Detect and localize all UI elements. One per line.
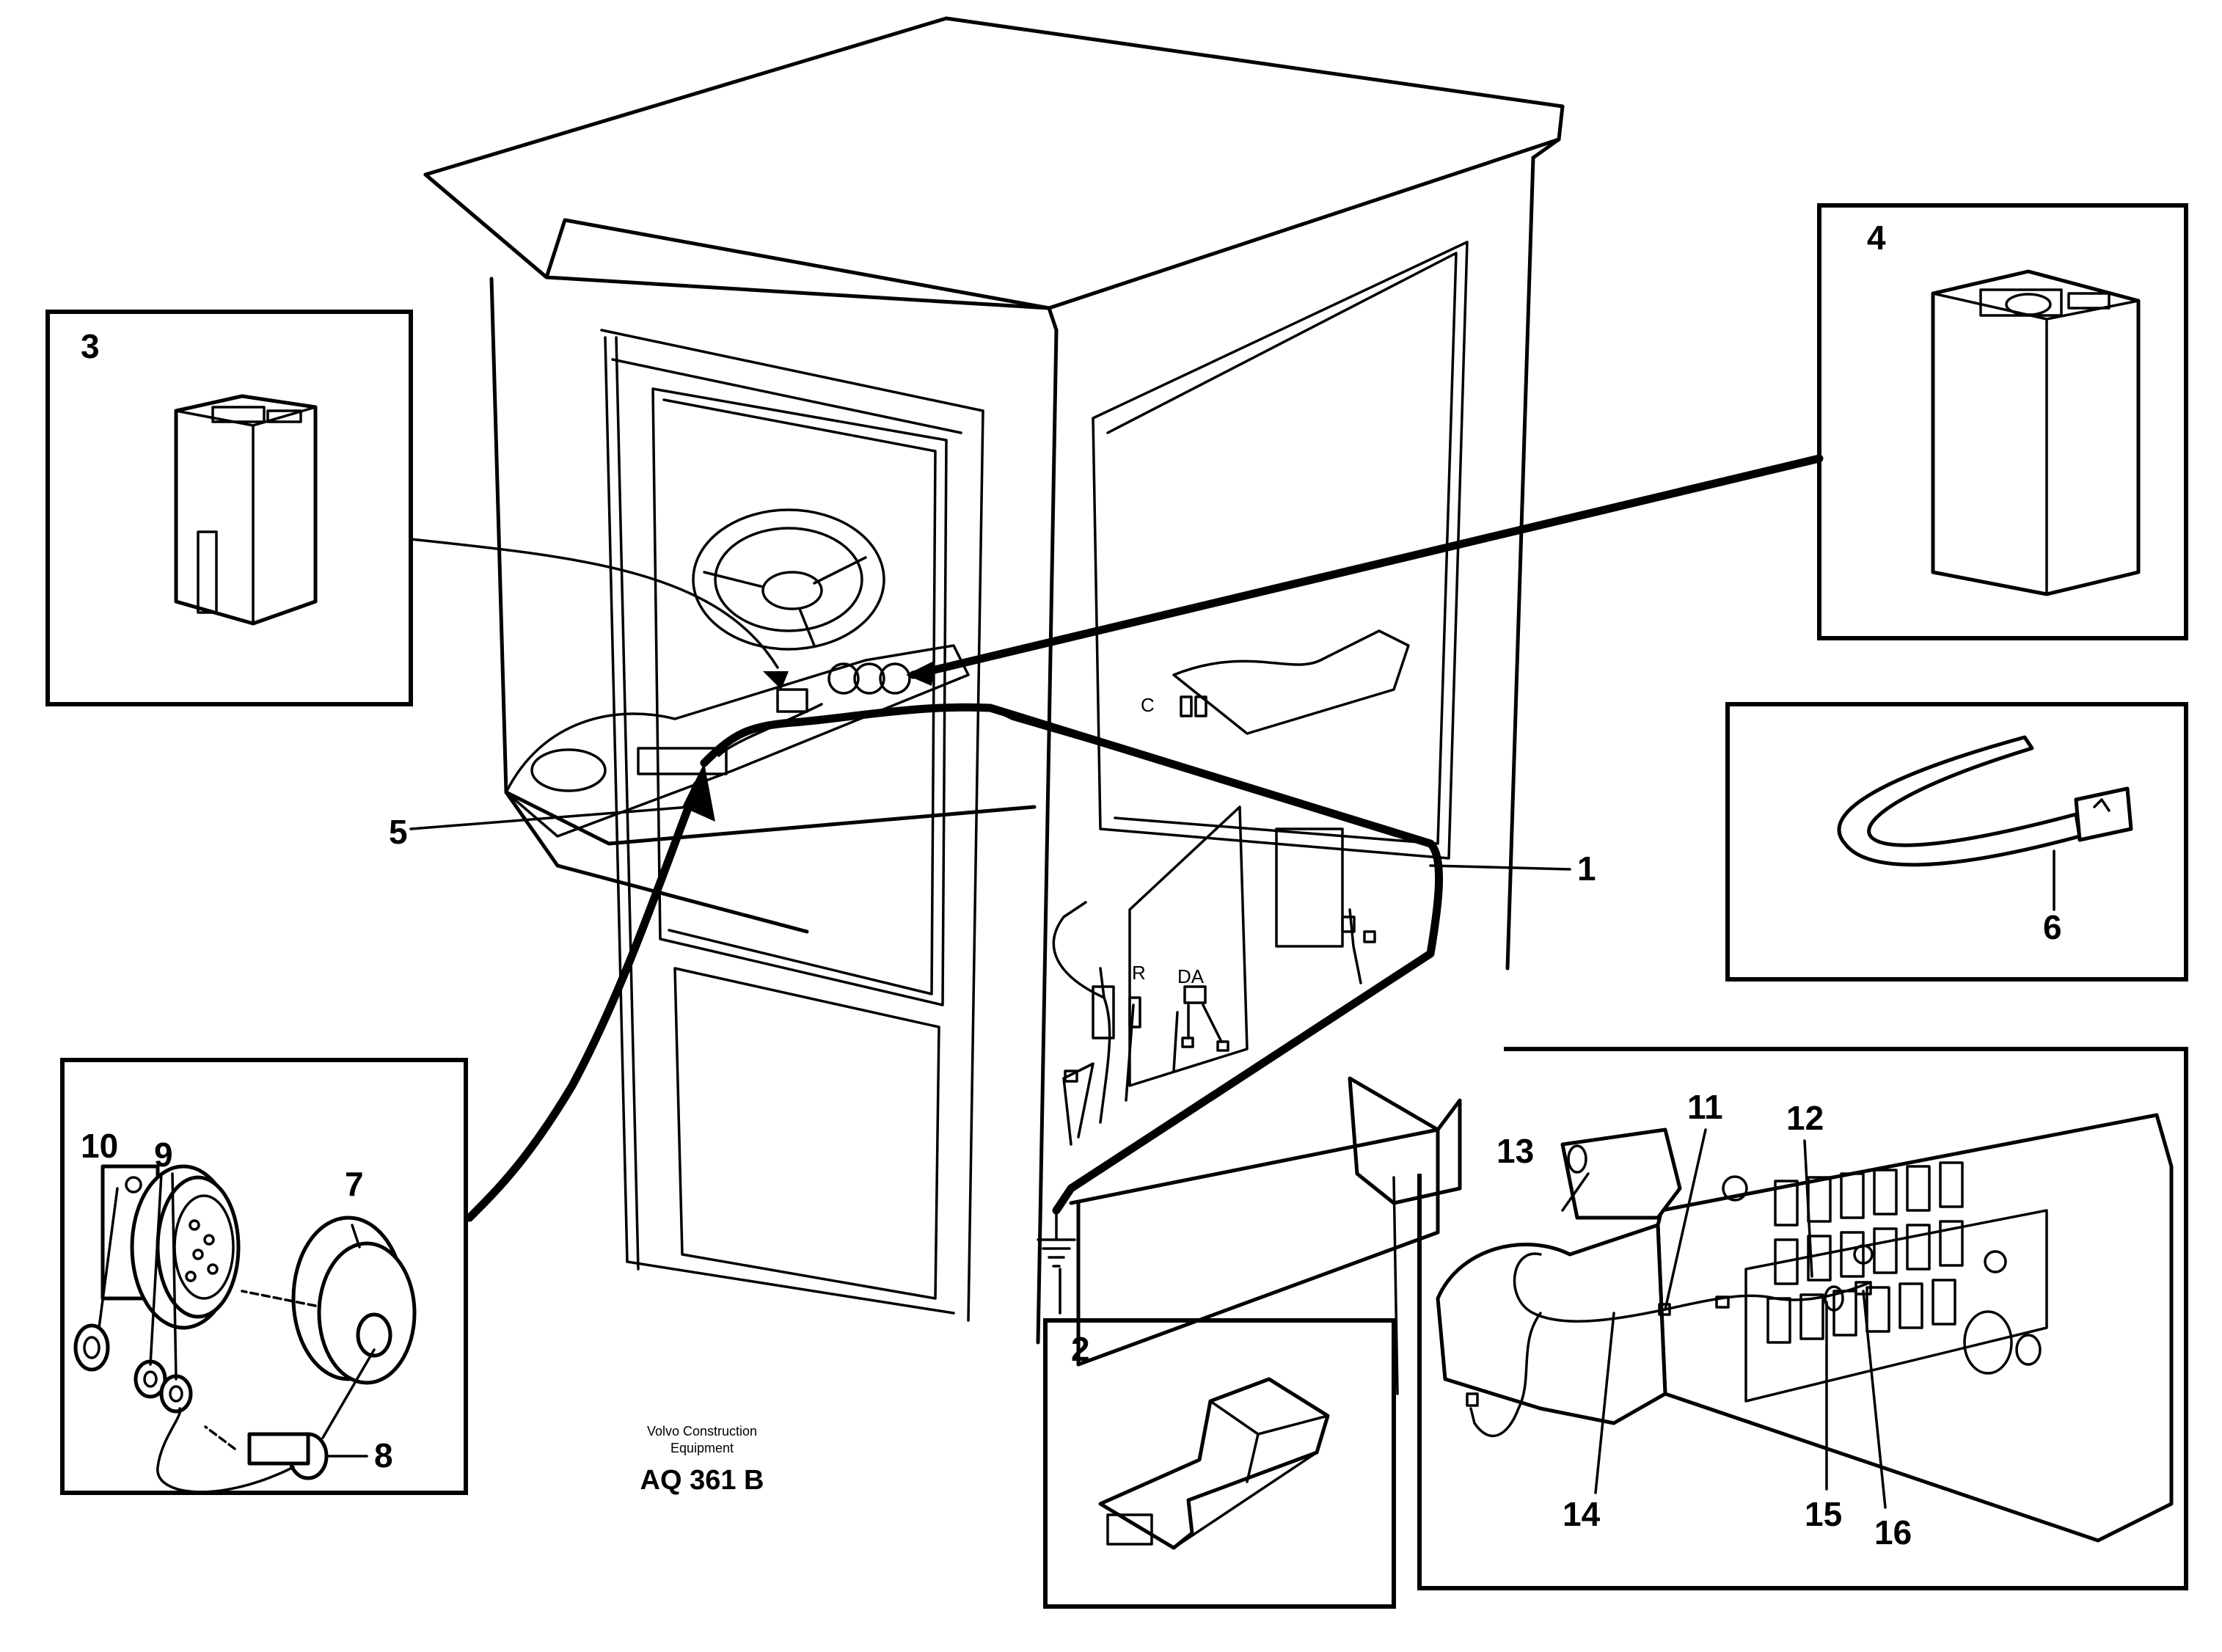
label-2: 2 <box>1071 1330 1090 1368</box>
detail-box-6 <box>1725 702 2188 982</box>
label-13: 13 <box>1496 1132 1534 1170</box>
caption-subtitle: Equipment <box>670 1441 734 1455</box>
detail-box-3 <box>45 310 413 706</box>
washer-icon <box>134 1359 193 1414</box>
label-7: 7 <box>345 1165 364 1203</box>
label-3: 3 <box>81 327 100 365</box>
detail-box-dashboard <box>1417 1047 2188 1590</box>
cab-drawing: C R DA <box>423 16 1565 1367</box>
socket-icon <box>100 1164 241 1330</box>
detail-box-connector <box>60 1058 468 1495</box>
label-6: 6 <box>2043 908 2062 946</box>
switch-grid <box>1766 1161 1964 1344</box>
console-cover-icon <box>1436 1127 1682 1425</box>
label-10: 10 <box>81 1127 118 1165</box>
nut-icon <box>73 1323 110 1372</box>
panel-mark-r: R <box>1132 962 1146 984</box>
leader-lines <box>409 454 1824 1395</box>
figure-caption: Volvo Construction Equipment AQ 361 B <box>640 1424 764 1496</box>
label-5: 5 <box>389 813 408 851</box>
detail-box-2 <box>1043 1318 1396 1609</box>
item-labels: 1 2 3 4 5 6 7 8 9 10 11 12 13 14 15 16 <box>81 219 2062 1552</box>
figure-reference: AQ 361 B <box>640 1465 764 1496</box>
dust-cap-icon <box>156 1216 417 1494</box>
label-14: 14 <box>1563 1495 1601 1533</box>
label-4: 4 <box>1867 219 1886 257</box>
wiring-harness <box>465 703 1443 1222</box>
caption-company: Volvo Construction <box>647 1424 757 1439</box>
label-8: 8 <box>374 1436 393 1474</box>
label-11: 11 <box>1687 1088 1723 1126</box>
panel-mark-c: C <box>1141 694 1155 716</box>
connector-housing-icon <box>1098 1377 1330 1550</box>
relay-icon <box>174 394 318 626</box>
detail-box-4 <box>1817 203 2188 640</box>
label-15: 15 <box>1805 1495 1842 1533</box>
cable-tie-icon <box>1837 735 2133 911</box>
label-16: 16 <box>1874 1513 1912 1552</box>
panel-mark-da: DA <box>1177 965 1205 987</box>
ground-icon <box>1037 1209 1076 1268</box>
relay-icon <box>1931 269 2141 596</box>
label-12: 12 <box>1786 1099 1824 1137</box>
label-1: 1 <box>1577 849 1596 888</box>
label-9: 9 <box>154 1136 173 1174</box>
